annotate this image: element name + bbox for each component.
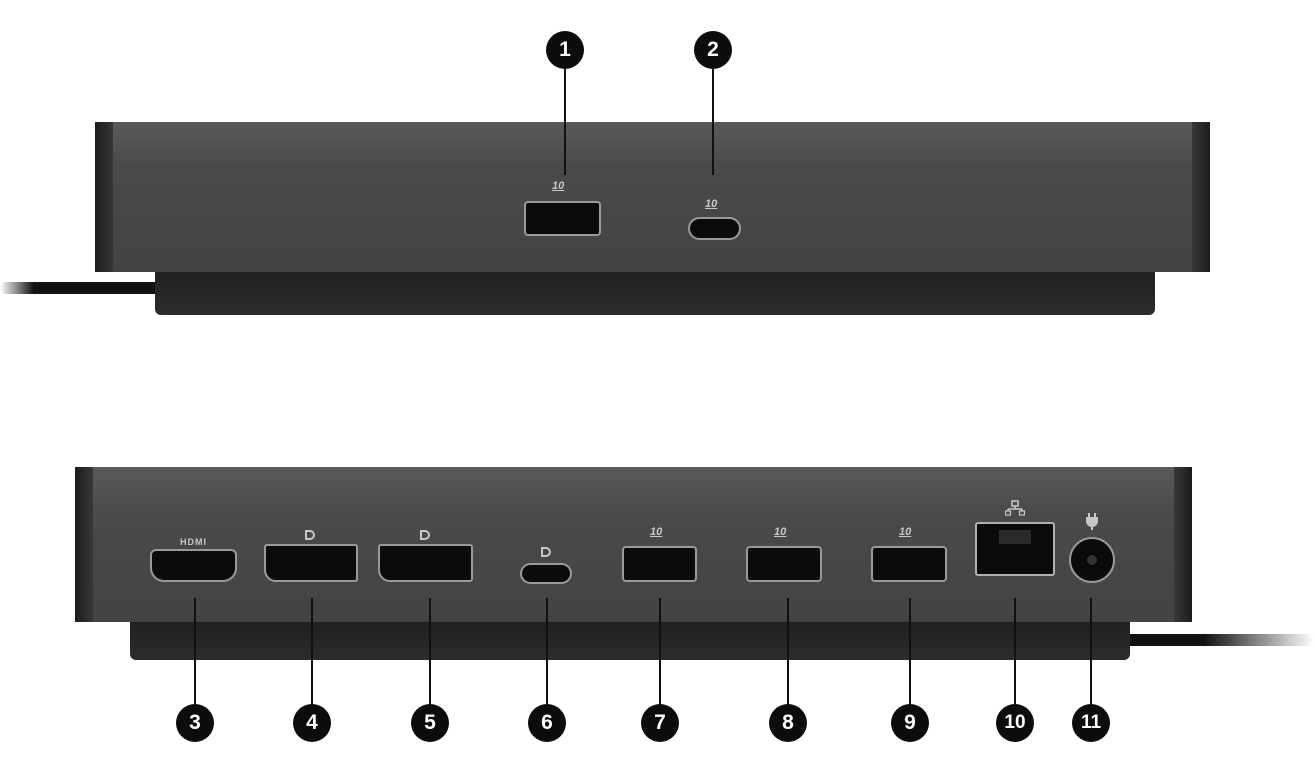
power-cable (0, 282, 170, 294)
callout-line (909, 598, 911, 708)
callout-line (712, 60, 714, 175)
callout-line (194, 598, 196, 708)
usb-a-port (746, 546, 822, 582)
usb-a-port (622, 546, 697, 582)
callout-6: 6 (528, 704, 566, 742)
network-icon (1005, 500, 1025, 516)
usb-speed-label: 10 (705, 198, 718, 210)
dock-edge (75, 467, 93, 622)
callout-10: 10 (996, 704, 1034, 742)
usb-speed-label: 10 (899, 526, 912, 538)
usb-speed-label: 10 (650, 526, 663, 538)
dock-body (95, 122, 1210, 272)
callout-5: 5 (411, 704, 449, 742)
dc-power-port (1069, 537, 1115, 583)
callout-line (564, 60, 566, 175)
hdmi-port (150, 549, 237, 582)
displayport-icon (420, 530, 430, 540)
displayport-icon (305, 530, 315, 540)
callout-3: 3 (176, 704, 214, 742)
callout-line (546, 598, 548, 708)
usb-a-port (871, 546, 947, 582)
displayport-port (378, 544, 473, 582)
callout-8: 8 (769, 704, 807, 742)
ethernet-port (975, 522, 1055, 576)
dock-base (130, 620, 1130, 660)
dock-edge (95, 122, 113, 272)
callout-line (787, 598, 789, 708)
dock-base (155, 270, 1155, 315)
usb-speed-label: 10 (552, 180, 565, 192)
callout-1: 1 (546, 31, 584, 69)
callout-line (311, 598, 313, 708)
displayport-port (264, 544, 358, 582)
usb-c-port (520, 563, 572, 584)
callout-line (1090, 598, 1092, 708)
callout-7: 7 (641, 704, 679, 742)
callout-line (1014, 598, 1016, 708)
displayport-icon (541, 547, 551, 557)
hdmi-label: HDMI (180, 537, 207, 547)
callout-line (429, 598, 431, 708)
callout-4: 4 (293, 704, 331, 742)
callout-9: 9 (891, 704, 929, 742)
usb-speed-label: 10 (774, 526, 787, 538)
dock-edge (1192, 122, 1210, 272)
usb-a-port (524, 201, 601, 236)
power-plug-icon (1086, 513, 1098, 530)
callout-2: 2 (694, 31, 732, 69)
callout-11: 11 (1072, 704, 1110, 742)
usb-c-port (688, 217, 741, 240)
callout-line (659, 598, 661, 708)
dock-edge (1174, 467, 1192, 622)
